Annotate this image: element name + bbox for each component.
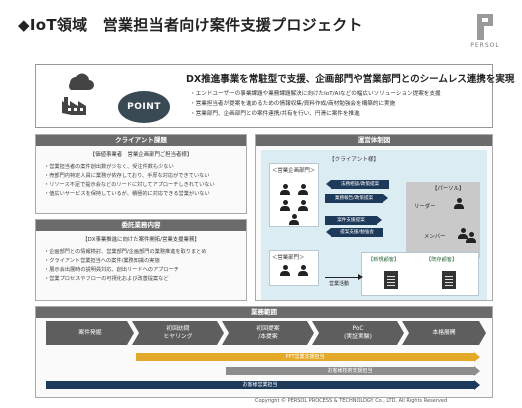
planning-dept-label: ＜営業企画部門＞ [272, 168, 316, 174]
outsourced-work-subtitle: 【DX事業推進に向けた案件開拓/営業支援業務】 [82, 237, 200, 243]
summary-box: POINT DX推進事業を常駐型で支援、企画部門や営業部門とのシームレス連携を実… [35, 64, 514, 128]
member-label: メンバー [424, 234, 446, 240]
sales-activity-label: 営業活動 [329, 281, 350, 287]
member-icon [466, 232, 476, 243]
customer-box: 【新規顧客】 【既存顧客】 [361, 252, 479, 296]
person-icon [280, 200, 290, 211]
operating-structure-panel: 運営体制図 【クライアント様】 ＜営業企画部門＞ ＜営業部門＞ 法務相談/政策提… [255, 134, 493, 301]
summary-bullet: 営業部門、企画部門との案件連携/共有を行い、円滑に案件を推進 [190, 109, 441, 119]
person-icon [289, 214, 299, 225]
sales-rep-bar: お客様営業担当 [46, 380, 480, 390]
phase-step: 初回提案 /本提案 [222, 321, 314, 345]
client-issues-panel: クライアント課題 【価値事業者 営業企画部門ご担当者様】 営業担当者の案件創出数… [35, 134, 247, 214]
list-item: 売部門内特定人員に業務が依存しており、手厚な対応ができていない [44, 172, 246, 181]
phase-step: 案件発掘 [46, 321, 134, 345]
sales-dept-label: ＜営業部門＞ [272, 255, 305, 261]
phase-step: PoC (実証実験) [312, 321, 404, 345]
planning-dept-box: ＜営業企画部門＞ [269, 163, 319, 227]
new-clients-label: 【新規顧客】 [368, 257, 400, 263]
outsourced-work-list: 企画部門との情報検討、営業部門/企画部門の業務推進を取りまとめ クライアント営業… [44, 248, 246, 284]
client-issues-subtitle: 【価値事業者 営業企画部門ご担当者様】 [89, 152, 193, 158]
persol-logo: PERSOL [468, 14, 502, 49]
leader-label: リーダー [414, 204, 436, 210]
leader-icon [454, 198, 464, 209]
building-icon [442, 271, 456, 289]
arrow-label: 法務相談/政策提案 [326, 180, 389, 189]
sales-dept-box: ＜営業部門＞ [269, 250, 319, 286]
building-icon [384, 271, 398, 289]
person-icon [298, 265, 308, 276]
summary-headline: DX推進事業を常駐型で支援、企画部門や営業部門とのシームレス連携を実現 [186, 74, 515, 85]
existing-clients-label: 【既存顧客】 [426, 257, 458, 263]
person-icon [298, 184, 308, 195]
person-icon [280, 184, 290, 195]
list-item: 値広いサービスを保持しているが、積極的に対応できる営業がいない [44, 190, 246, 199]
phase-step: 本格展開 [402, 321, 486, 345]
factory-cloud-icon [62, 73, 94, 115]
client-issues-list: 営業担当者の案件創出数が少なく、受注件数も少ない 売部門内特定人員に業務が依存し… [44, 163, 246, 199]
persol-logo-icon [477, 14, 493, 40]
list-item: 営業プロセスやフローの可視化および改善提案など [44, 275, 246, 284]
scope-heading: 業務範囲 [36, 307, 492, 318]
outsourced-work-panel: 委託業務内容 【DX事業推進に向けた案件開拓/営業支援業務】 企画部門との情報検… [35, 219, 247, 301]
sales-activity-arrow [325, 274, 363, 280]
client-issues-heading: クライアント課題 [36, 135, 246, 146]
list-item: 企画部門との情報検討、営業部門/企画部門の業務推進を取りまとめ [44, 248, 246, 257]
list-item: 展示会出展時の説明員対応、創出リードへのアプローチ [44, 266, 246, 275]
client-area: 【クライアント様】 ＜営業企画部門＞ ＜営業部門＞ 法務相談/政策提案 業務報告… [261, 150, 487, 300]
summary-bullet: 営業担当者が提案を進めるための情報収集/資料作成/商材勉強会を構築的に実施 [190, 99, 441, 109]
arrow-label: 案件支援提案 [325, 216, 382, 225]
operating-structure-heading: 運営体制図 [256, 135, 492, 146]
list-item: クライアント営業担当への案件/業務知識の実施 [44, 257, 246, 266]
ppt-support-bar: PPT営業支援担当 [136, 352, 480, 362]
page-title: ◆IoT領域 営業担当者向け案件支援プロジェクト [18, 16, 363, 34]
person-icon [280, 265, 290, 276]
tech-support-bar: お客様技術支援担当 [226, 366, 480, 376]
member-icon [458, 228, 468, 239]
phase-step: 初回訪問 ヒヤリング [132, 321, 224, 345]
scope-panel: 業務範囲 案件発掘 初回訪問 ヒヤリング 初回提案 /本提案 PoC (実証実験… [35, 306, 493, 398]
summary-bullets: エンドユーザーの事業課題や業務課題解決に向けたIoT/AIなどの幅広いソリューシ… [190, 89, 441, 119]
persol-label: 【パーソル】 [432, 186, 465, 192]
persol-box: 【パーソル】 リーダー メンバー [406, 182, 480, 258]
outsourced-work-heading: 委託業務内容 [36, 220, 246, 231]
list-item: リソース不足で提示会などのリードに対してアプローチしきれていない [44, 181, 246, 190]
arrow-label: 業務報告/政策提案 [325, 194, 388, 203]
arrow-label: 提案支援/勉強会 [326, 228, 383, 237]
list-item: 営業担当者の案件創出数が少なく、受注件数も少ない [44, 163, 246, 172]
client-label: 【クライアント様】 [329, 157, 380, 163]
point-badge: POINT [118, 91, 170, 123]
summary-bullet: エンドユーザーの事業課題や業務課題解決に向けたIoT/AIなどの幅広いソリューシ… [190, 89, 441, 99]
copyright: Copyright © PERSOL PROCESS & TECHNOLOGY … [255, 398, 448, 404]
logo-text: PERSOL [470, 42, 500, 49]
person-icon [298, 200, 308, 211]
